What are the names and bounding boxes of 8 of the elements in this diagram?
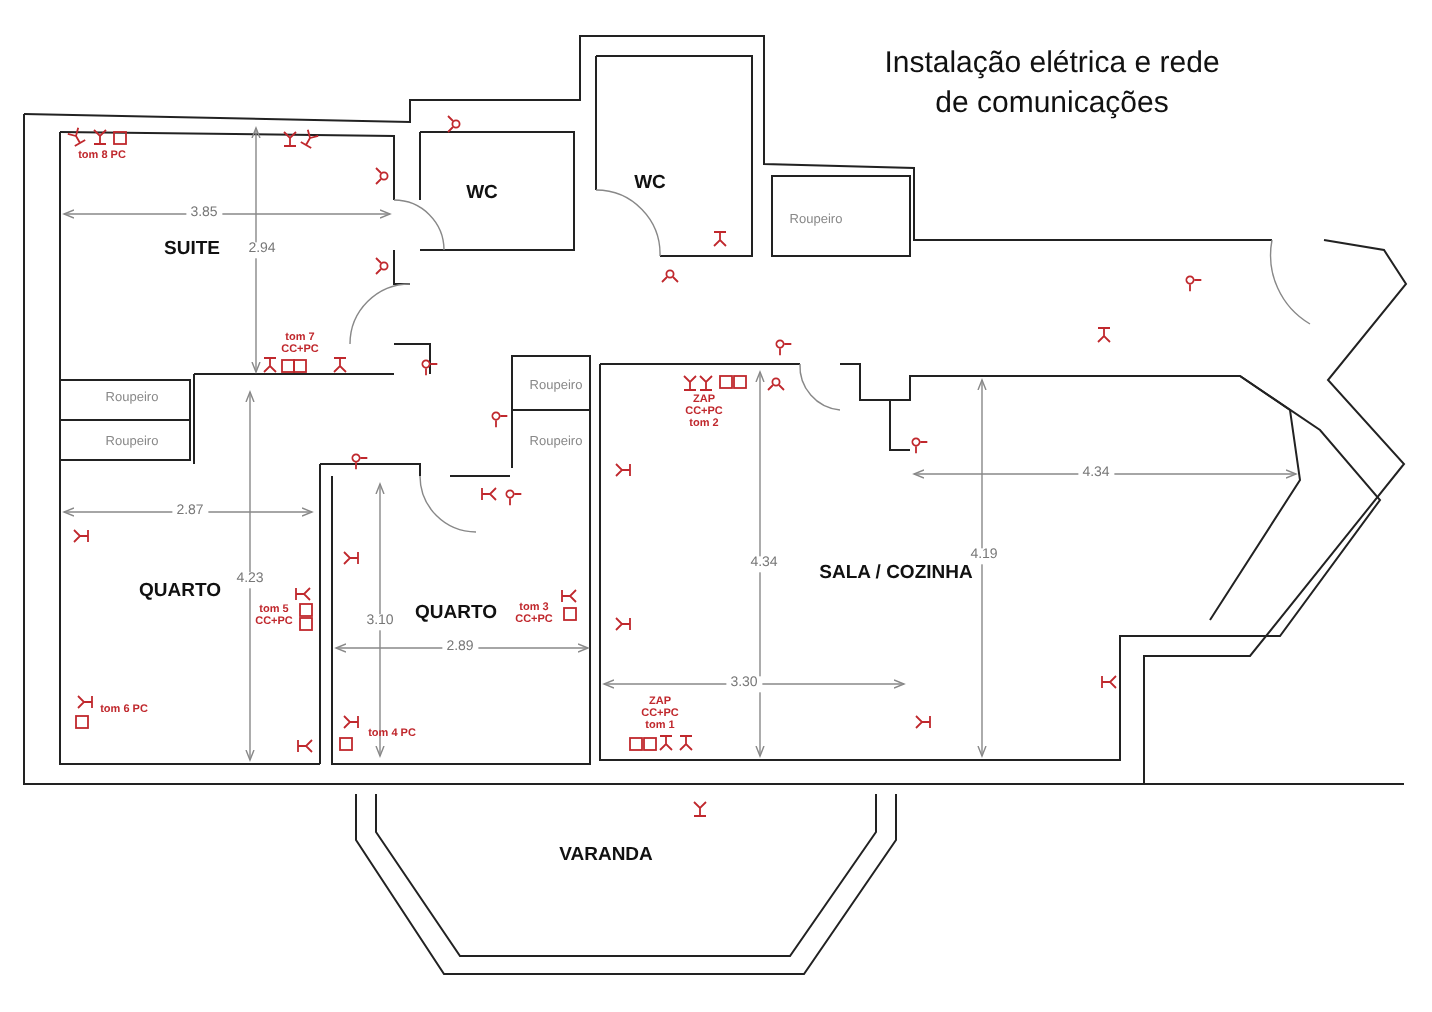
room-label: SALA / COZINHA [819,563,973,585]
title: Instalação elétrica e rede de comunicações [882,44,1222,122]
room-label: SUITE [164,239,220,261]
room-label: QUARTO [415,603,497,625]
room-label: WC [466,183,498,205]
room-label: WC [634,173,666,195]
room-label: QUARTO [139,581,221,603]
room-label: VARANDA [559,845,653,867]
